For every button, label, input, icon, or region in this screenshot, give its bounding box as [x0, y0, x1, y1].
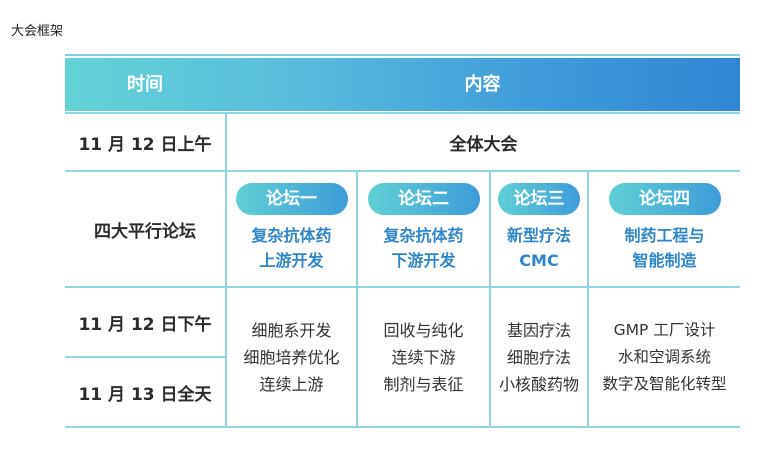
- row-divider: [65, 286, 740, 288]
- column-divider: [225, 112, 227, 428]
- column-divider: [489, 170, 491, 428]
- forum-1: 论坛一 复杂抗体药上游开发: [227, 183, 356, 273]
- schedule-table: 时间 内容 11 月 12 日上午 全体大会 四大平行论坛 论坛一 复杂抗体药上…: [65, 54, 740, 428]
- forum-1-topics: 细胞系开发细胞培养优化连续上游: [243, 320, 340, 394]
- row-divider: [65, 356, 226, 358]
- forum-1-title: 复杂抗体药上游开发: [251, 226, 332, 270]
- column-divider: [356, 170, 358, 428]
- header-content: 内容: [464, 74, 501, 95]
- page-title: 大会框架: [11, 24, 64, 39]
- forum-2-badge: 论坛二: [367, 183, 480, 215]
- time-morning-12: 11 月 12 日上午: [78, 134, 212, 155]
- forum-4: 论坛四 制药工程与智能制造: [589, 183, 740, 273]
- forum-3-badge: 论坛三: [498, 183, 580, 215]
- header-time: 时间: [127, 74, 163, 95]
- time-fullday-13: 11 月 13 日全天: [78, 384, 212, 405]
- plenary-session: 全体大会: [449, 134, 518, 155]
- forum-4-title: 制药工程与智能制造: [624, 226, 705, 270]
- forum-2: 论坛二 复杂抗体药下游开发: [358, 183, 489, 273]
- forum-2-topics: 回收与纯化连续下游制剂与表征: [383, 320, 464, 394]
- row-divider: [65, 170, 740, 172]
- forum-3-topics: 基因疗法细胞疗法小核酸药物: [498, 320, 579, 394]
- table-header: 时间 内容: [65, 58, 740, 111]
- time-afternoon-12: 11 月 12 日下午: [78, 314, 212, 335]
- forum-4-topics: GMP 工厂设计水和空调系统数字及智能化转型: [602, 320, 727, 393]
- forum-1-badge: 论坛一: [235, 183, 348, 215]
- bottom-border: [65, 426, 740, 428]
- forum-4-badge: 论坛四: [608, 183, 721, 215]
- row-divider: [65, 112, 740, 114]
- top-border: [65, 54, 740, 56]
- forum-2-title: 复杂抗体药下游开发: [383, 226, 464, 270]
- parallel-forums-label: 四大平行论坛: [94, 221, 196, 242]
- column-divider: [587, 170, 589, 428]
